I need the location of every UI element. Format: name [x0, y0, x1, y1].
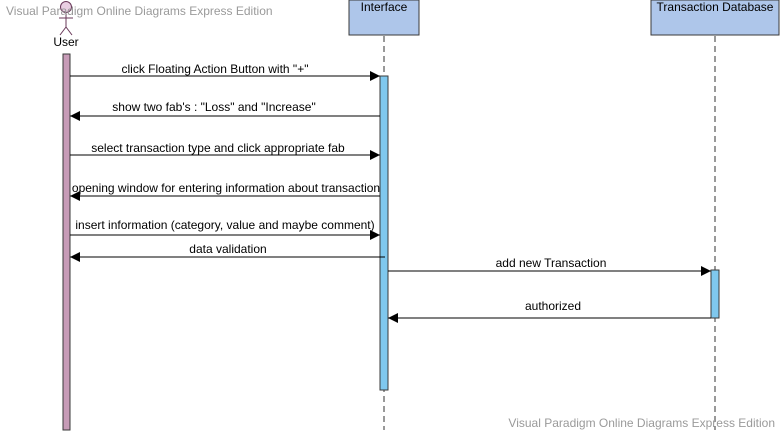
message-7: add new Transaction	[388, 256, 711, 276]
watermark-bottom: Visual Paradigm Online Diagrams Express …	[508, 416, 775, 430]
watermark-top: Visual Paradigm Online Diagrams Express …	[6, 4, 273, 18]
message-3: select transaction type and click approp…	[70, 141, 380, 160]
activation-interface	[379, 75, 389, 391]
activation-user	[62, 53, 71, 431]
message-6: data validation	[70, 242, 385, 262]
message-label-2: show two fab's : "Loss" and "Increase"	[112, 100, 315, 114]
participant-box-interface[interactable]	[348, 0, 420, 36]
participant-label-interface: Interface	[361, 0, 408, 14]
message-4: opening window for entering information …	[70, 181, 380, 201]
message-label-8: authorized	[525, 299, 581, 313]
activation-db	[710, 269, 720, 319]
message-label-5: insert information (category, value and …	[75, 218, 374, 232]
message-label-4: opening window for entering information …	[72, 181, 380, 195]
message-label-6: data validation	[189, 242, 266, 256]
message-1: click Floating Action Button with "+"	[70, 62, 380, 81]
message-2: show two fab's : "Loss" and "Increase"	[70, 100, 380, 121]
message-5: insert information (category, value and …	[70, 218, 380, 240]
message-label-7: add new Transaction	[496, 256, 607, 270]
message-8: authorized	[388, 299, 711, 323]
participant-label-db: Transaction Database	[657, 0, 774, 14]
actor-user-icon[interactable]	[59, 1, 73, 36]
message-label-3: select transaction type and click approp…	[91, 141, 345, 155]
message-label-1: click Floating Action Button with "+"	[122, 62, 309, 76]
actor-user-label: User	[53, 35, 78, 49]
participant-box-db[interactable]	[650, 0, 780, 36]
